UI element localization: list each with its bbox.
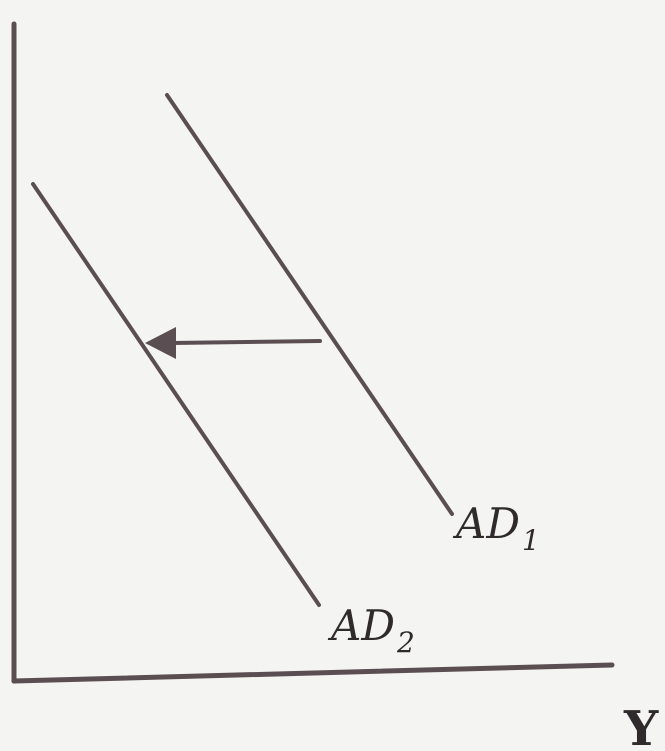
ad2-label-main: AD — [327, 601, 395, 650]
horizontal-axis — [11, 662, 615, 684]
shift-arrowhead — [145, 327, 176, 359]
ad1-label-main: AD — [452, 499, 520, 548]
x-axis-label: Y — [623, 701, 659, 751]
ad2-curve — [31, 182, 321, 607]
ad2-label: AD2 — [327, 601, 415, 659]
ad2-label-subscript: 2 — [396, 626, 415, 659]
ad1-label-subscript: 1 — [522, 524, 540, 557]
ad1-curve — [165, 93, 454, 516]
ad1-label: AD1 — [452, 499, 540, 557]
leftward-shift-arrow — [145, 327, 322, 359]
shift-arrow-shaft — [170, 339, 322, 345]
